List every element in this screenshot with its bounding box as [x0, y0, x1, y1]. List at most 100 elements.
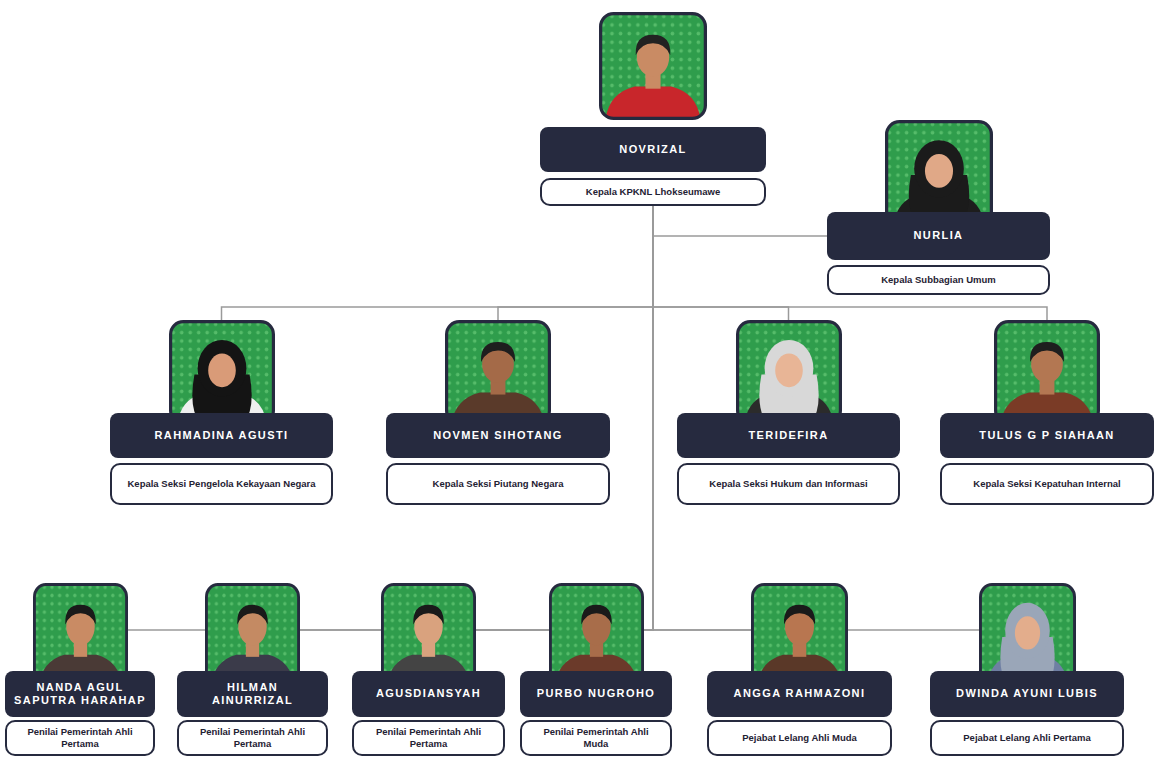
person-hair [1030, 342, 1064, 362]
title-box: Penilai Pemerintah Ahli Pertama [5, 720, 155, 756]
connector-line [222, 206, 654, 320]
portrait-photo [169, 320, 275, 425]
connector-line [653, 206, 789, 320]
photo-dots [737, 322, 840, 424]
person-name: ANGGA RAHMAZONI [734, 687, 866, 700]
person-name: HILMAN AINURRIZAL [185, 681, 320, 707]
person-face [775, 354, 803, 388]
name-box: NANDA AGUL SAPUTRA HARAHAP [5, 671, 155, 717]
person-name: TERIDEFIRA [749, 429, 829, 442]
person-hair [237, 605, 268, 625]
person-card: TULUS G P SIAHAAN Kepala Seksi Kepatuhan … [940, 320, 1154, 505]
person-name: DWINDA AYUNI LUBIS [956, 687, 1098, 700]
connector-line [498, 206, 653, 320]
person-hijab [764, 340, 813, 397]
person-name: NOVRIZAL [619, 143, 686, 156]
photo-ground [996, 322, 1099, 424]
job-title: Penilai Pemerintah Ahli Muda [530, 726, 662, 750]
title-box: Kepala Seksi Piutang Negara [386, 463, 610, 505]
photo-dots [601, 14, 706, 119]
photo-frame [996, 322, 1099, 424]
title-box: Penilai Pemerintah Ahli Muda [520, 720, 672, 756]
job-title: Kepala Seksi Pengelola Kekayaan Negara [128, 478, 316, 490]
portrait-photo [736, 320, 842, 425]
person-card: NANDA AGUL SAPUTRA HARAHAP Penilai Pemeri… [5, 583, 155, 756]
person-card: DWINDA AYUNI LUBIS Pejabat Lelang Ahli Pe… [930, 583, 1124, 756]
photo-content [737, 322, 840, 424]
person-face [924, 154, 952, 188]
job-title: Kepala KPKNL Lhokseumawe [586, 186, 720, 198]
connector-line [653, 206, 827, 236]
person-face [1014, 616, 1039, 649]
job-title: Penilai Pemerintah Ahli Pertama [15, 726, 145, 750]
person-name: NANDA AGUL SAPUTRA HARAHAP [13, 681, 147, 707]
title-box: Kepala Seksi Hukum dan Informasi [677, 463, 900, 505]
photo-ground [601, 14, 706, 119]
name-box: PURBO NUGROHO [520, 671, 672, 717]
photo-frame [737, 322, 840, 424]
connector-line [80, 206, 653, 630]
photo-frame [886, 122, 991, 225]
portrait-photo [885, 120, 993, 226]
photo-dots [996, 322, 1099, 424]
person-hair [784, 605, 815, 625]
portrait-photo [994, 320, 1100, 425]
person-card: TERIDEFIRA Kepala Seksi Hukum dan Informa… [677, 320, 900, 505]
photo-ground [170, 322, 273, 424]
job-title: Penilai Pemerintah Ahli Pertama [362, 726, 495, 750]
title-box: Kepala KPKNL Lhokseumawe [540, 178, 766, 206]
title-box: Pejabat Lelang Ahli Muda [707, 720, 892, 756]
name-box: AGUSDIANSYAH [352, 671, 505, 717]
name-box: HILMAN AINURRIZAL [177, 671, 328, 717]
person-card: NOVMEN SIHOTANG Kepala Seksi Piutang Nega… [386, 320, 610, 505]
person-hijab [197, 340, 246, 397]
name-box: NOVMEN SIHOTANG [386, 413, 610, 458]
photo-dots [447, 322, 550, 424]
person-name: NOVMEN SIHOTANG [433, 429, 563, 442]
photo-content [601, 14, 706, 119]
title-box: Kepala Seksi Kepatuhan Internal [940, 463, 1154, 505]
photo-ground [886, 122, 991, 225]
person-card: HILMAN AINURRIZAL Penilai Pemerintah Ahli… [177, 583, 328, 756]
person-name: AGUSDIANSYAH [376, 687, 481, 700]
name-box: TULUS G P SIAHAAN [940, 413, 1154, 458]
person-name: PURBO NUGROHO [537, 687, 655, 700]
title-box: Kepala Subbagian Umum [827, 265, 1050, 295]
job-title: Kepala Subbagian Umum [881, 274, 996, 286]
photo-content [447, 322, 550, 424]
job-title: Pejabat Lelang Ahli Muda [742, 732, 857, 744]
photo-content [996, 322, 1099, 424]
person-name: TULUS G P SIAHAAN [979, 429, 1114, 442]
job-title: Kepala Seksi Hukum dan Informasi [709, 478, 867, 490]
job-title: Kepala Seksi Kepatuhan Internal [973, 478, 1120, 490]
job-title: Pejabat Lelang Ahli Pertama [963, 732, 1090, 744]
name-box: NURLIA [827, 212, 1050, 260]
person-hijab [1005, 603, 1050, 659]
person-name: NURLIA [914, 229, 964, 242]
person-shirt [605, 87, 700, 119]
person-card: ANGGA RAHMAZONI Pejabat Lelang Ahli Muda [707, 583, 892, 756]
photo-content [886, 122, 991, 225]
title-box: Pejabat Lelang Ahli Pertama [930, 720, 1124, 756]
name-box: NOVRIZAL [540, 127, 766, 172]
title-box: Penilai Pemerintah Ahli Pertama [177, 720, 328, 756]
person-card: RAHMADINA AGUSTI Kepala Seksi Pengelola K… [110, 320, 333, 505]
name-box: ANGGA RAHMAZONI [707, 671, 892, 717]
person-hair [581, 605, 612, 625]
portrait-photo [599, 12, 707, 120]
name-box: DWINDA AYUNI LUBIS [930, 671, 1124, 717]
photo-ground [737, 322, 840, 424]
job-title: Kepala Seksi Piutang Negara [433, 478, 564, 490]
person-hair [65, 605, 96, 625]
photo-ground [447, 322, 550, 424]
person-hair [413, 605, 444, 625]
photo-frame [447, 322, 550, 424]
person-face [208, 354, 236, 388]
photo-frame [170, 322, 273, 424]
person-hair [636, 35, 671, 56]
job-title: Penilai Pemerintah Ahli Pertama [187, 726, 318, 750]
person-card: NURLIA Kepala Subbagian Umum [827, 120, 1050, 295]
person-name: RAHMADINA AGUSTI [154, 429, 288, 442]
person-hair [481, 342, 515, 362]
